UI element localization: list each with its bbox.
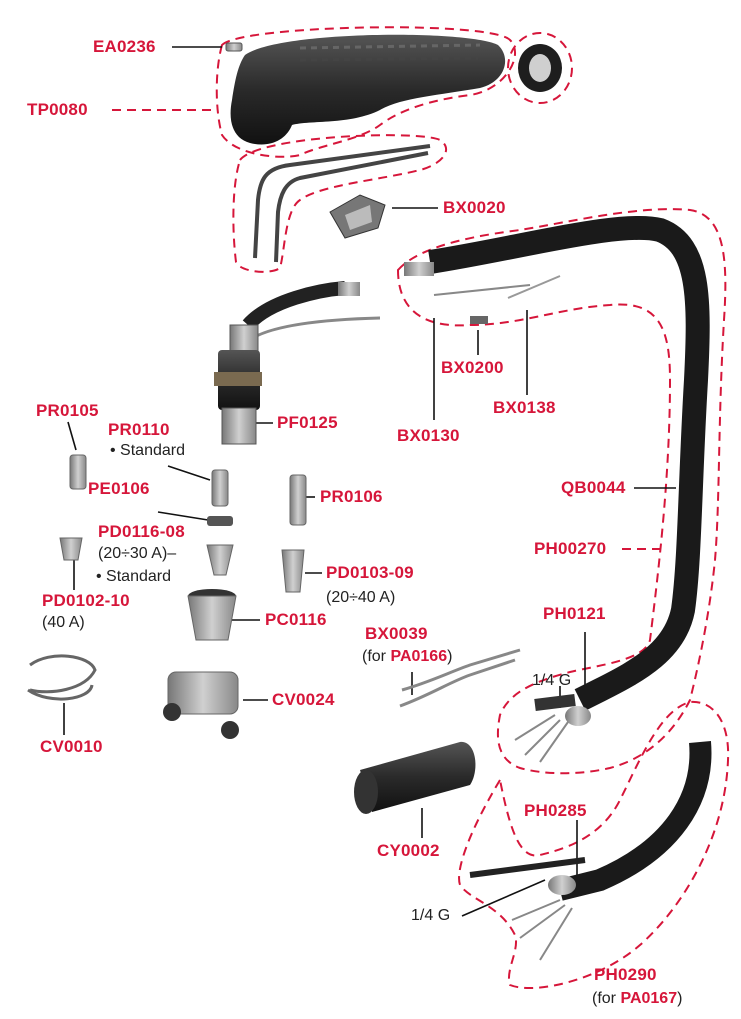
- swirl-ring: [207, 516, 233, 526]
- label-pd0103-09: PD0103-09: [326, 563, 414, 582]
- label-bx0020: BX0020: [443, 198, 506, 217]
- electrode-pr0105: [69, 454, 87, 490]
- wire-spacer-part: [27, 654, 97, 701]
- torch-handle-part: [230, 34, 506, 145]
- nozzle-pd0102: [59, 537, 83, 561]
- label-ea0236: EA0236: [93, 37, 156, 56]
- label-pd0102-10: PD0102-10: [42, 591, 130, 610]
- connector-part: [565, 706, 591, 726]
- note-ph0290-suffix: ): [677, 990, 683, 1007]
- nozzle-pd0116: [206, 544, 234, 576]
- screw-part: [225, 42, 243, 52]
- label-pr0106: PR0106: [320, 487, 383, 506]
- note-bx0039-suffix: ): [447, 648, 453, 665]
- label-pc0116: PC0116: [265, 610, 327, 629]
- dashed-leaders: [112, 109, 664, 550]
- electrode-pr0110: [211, 469, 229, 507]
- note-bx0039-prefix: (for: [362, 648, 391, 665]
- lower-cable-part: [469, 741, 712, 961]
- note-pr0110-standard: • Standard: [110, 442, 185, 459]
- note-ph0290-pa0167: PA0167: [620, 990, 678, 1007]
- label-pe0106: PE0106: [88, 479, 150, 498]
- label-ph0285: PH0285: [524, 801, 587, 820]
- label-ph00270: PH00270: [534, 539, 607, 558]
- label-pr0110: PR0110: [108, 420, 170, 439]
- note-pd0116-08-standard: • Standard: [96, 568, 171, 585]
- consumables: [59, 454, 307, 593]
- main-cable-part: [404, 215, 710, 763]
- note-ph0290-prefix: (for: [592, 990, 621, 1007]
- note-ph0290-for: (for PA0167): [592, 990, 682, 1008]
- dashed-group-outlines: [215, 26, 730, 989]
- nozzle-pd0103: [281, 549, 305, 593]
- label-bx0138: BX0138: [493, 398, 556, 417]
- label-bx0130: BX0130: [397, 426, 460, 445]
- ring-part: [518, 44, 562, 92]
- shield-cup-part: [187, 589, 237, 641]
- note-bx0039-for: (for PA0166): [362, 648, 452, 666]
- spacer-part: [163, 671, 239, 739]
- note-bx0039-pa0166: PA0166: [390, 648, 448, 665]
- label-bx0039: BX0039: [365, 624, 428, 643]
- label-cv0010: CV0010: [40, 737, 103, 756]
- label-tp0080: TP0080: [27, 100, 88, 119]
- label-cv0024: CV0024: [272, 690, 335, 709]
- note-pd0116-08-range: (20÷30 A)–: [98, 545, 177, 562]
- note-quarter-g-1: 1/4 G: [532, 672, 572, 689]
- label-pd0116-08: PD0116-08: [98, 522, 185, 541]
- note-pd0102-10-range: (40 A): [42, 614, 85, 631]
- label-cy0002: CY0002: [377, 841, 440, 860]
- leader-lines: [63, 46, 676, 917]
- torch-head-part: [214, 281, 381, 445]
- wire-harness-part: [399, 648, 521, 708]
- note-pd0103-09-range: (20÷40 A): [326, 589, 396, 606]
- label-pf0125: PF0125: [277, 413, 338, 432]
- handle-sleeve-part: [354, 741, 476, 814]
- electrode-pr0106: [289, 474, 307, 526]
- microswitch-part: [329, 194, 386, 239]
- label-qb0044: QB0044: [561, 478, 626, 497]
- label-ph0290: PH0290: [594, 965, 657, 984]
- note-quarter-g-2: 1/4 G: [411, 907, 451, 924]
- tubes-part: [253, 144, 431, 263]
- label-ph0121: PH0121: [543, 604, 606, 623]
- label-pr0105: PR0105: [36, 401, 99, 420]
- label-bx0200: BX0200: [441, 358, 504, 377]
